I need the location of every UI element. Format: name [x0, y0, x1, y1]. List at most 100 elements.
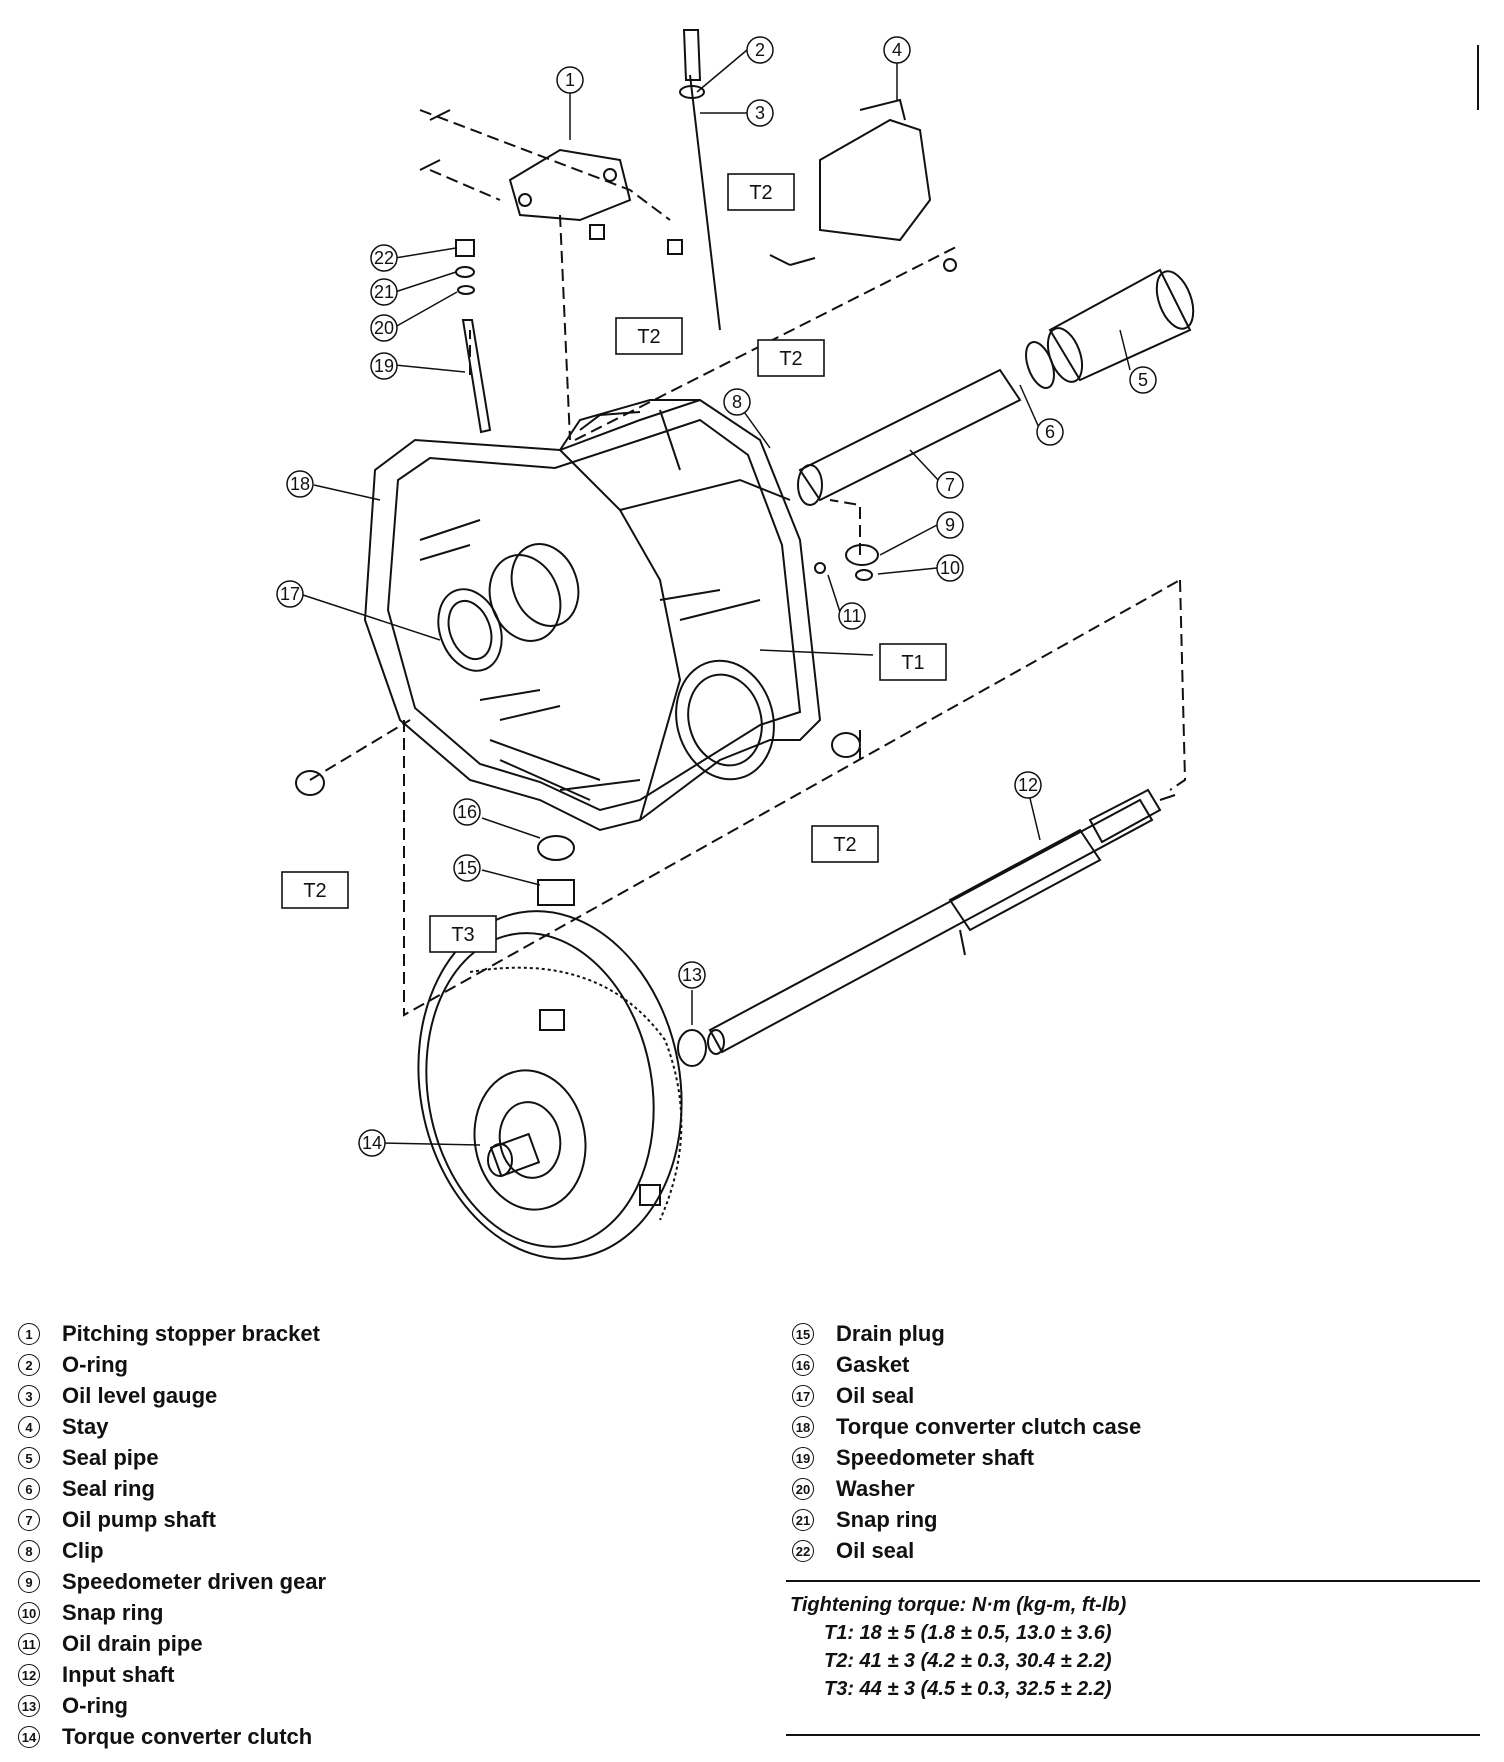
- speedometer-shaft-drawing: [455, 239, 492, 434]
- legend-number: 12: [18, 1663, 40, 1686]
- legend-label: Snap ring: [836, 1506, 938, 1532]
- legend-number: 13: [18, 1694, 40, 1717]
- torque-row-t2: T2: 41 ± 3 (4.2 ± 0.3, 30.4 ± 2.2): [824, 1650, 1112, 1672]
- svg-text:T2: T2: [749, 182, 772, 204]
- torque-tag-t2-bracket: T2: [615, 317, 683, 355]
- legend-label: O-ring: [62, 1692, 128, 1718]
- legend-label: O-ring: [62, 1351, 128, 1377]
- svg-text:18: 18: [290, 474, 310, 494]
- legend-number: 6: [18, 1477, 40, 1500]
- legend-item: 20 Washer: [792, 1473, 1141, 1504]
- stay-drawing: [819, 98, 957, 272]
- svg-text:9: 9: [945, 515, 955, 535]
- legend-number: 22: [792, 1539, 814, 1562]
- svg-text:T2: T2: [303, 880, 326, 902]
- svg-text:3: 3: [755, 103, 765, 123]
- torque-tag-t2-top: T2: [727, 173, 795, 211]
- legend-number: 9: [18, 1570, 40, 1593]
- callout-6: 6: [1036, 418, 1064, 446]
- legend-number: 19: [792, 1446, 814, 1469]
- small-parts-drawing: [295, 109, 879, 1067]
- callout-10: 10: [936, 554, 964, 582]
- svg-text:20: 20: [374, 318, 394, 338]
- exploded-parts-diagram: 1 2 3 4 5 6 7 8 9 10 11 12 13 14 15 16 1…: [276, 29, 1479, 1260]
- svg-text:T1: T1: [901, 652, 924, 674]
- legend-number: 7: [18, 1508, 40, 1531]
- svg-text:T2: T2: [637, 326, 660, 348]
- torque-row-t1: T1: 18 ± 5 (1.8 ± 0.5, 13.0 ± 3.6): [824, 1622, 1112, 1644]
- callout-11: 11: [838, 602, 866, 630]
- legend-label: Torque converter clutch case: [836, 1413, 1142, 1439]
- legend-number: 15: [792, 1322, 814, 1345]
- svg-text:6: 6: [1045, 422, 1055, 442]
- callout-18: 18: [286, 470, 314, 498]
- callout-leader-lines: [302, 49, 1131, 1146]
- legend-label: Stay: [62, 1413, 109, 1439]
- callout-16: 16: [453, 798, 481, 826]
- legend-label: Oil seal: [836, 1382, 915, 1408]
- legend-number: 4: [18, 1415, 40, 1438]
- legend-label: Torque converter clutch: [62, 1723, 313, 1749]
- legend-number: 5: [18, 1446, 40, 1469]
- svg-text:17: 17: [280, 584, 300, 604]
- oil-pump-shaft-drawing: [797, 268, 1195, 506]
- torque-tag-t1: T1: [879, 643, 947, 681]
- callout-4: 4: [883, 36, 911, 64]
- legend-item: 4 Stay: [18, 1411, 326, 1442]
- legend-label: Input shaft: [62, 1661, 175, 1687]
- svg-text:15: 15: [457, 858, 477, 878]
- callout-1: 1: [556, 66, 584, 94]
- legend-label: Gasket: [836, 1351, 910, 1377]
- svg-text:T2: T2: [779, 348, 802, 370]
- torque-row-t3: T3: 44 ± 3 (4.5 ± 0.3, 32.5 ± 2.2): [824, 1678, 1112, 1700]
- svg-text:12: 12: [1018, 775, 1038, 795]
- legend-number: 11: [18, 1632, 40, 1655]
- svg-text:16: 16: [457, 802, 477, 822]
- legend-label: Snap ring: [62, 1599, 164, 1625]
- oil-level-gauge-drawing: [679, 29, 721, 331]
- torque-tag-t2-right: T2: [811, 825, 879, 863]
- svg-text:22: 22: [374, 248, 394, 268]
- legend-label: Oil seal: [836, 1537, 915, 1563]
- callout-8: 8: [723, 388, 751, 416]
- callout-17: 17: [276, 580, 304, 608]
- torque-tag-t2-left: T2: [281, 871, 349, 909]
- callout-13: 13: [678, 961, 706, 989]
- legend-number: 8: [18, 1539, 40, 1562]
- svg-text:19: 19: [374, 356, 394, 376]
- legend-number: 18: [792, 1415, 814, 1438]
- legend-item: 18 Torque converter clutch case: [792, 1411, 1141, 1442]
- callout-15: 15: [453, 854, 481, 882]
- callout-7: 7: [936, 471, 964, 499]
- legend-number: 20: [792, 1477, 814, 1500]
- callout-22: 22: [370, 244, 398, 272]
- assembly-guide-lines: [309, 109, 1187, 1017]
- callout-12: 12: [1014, 771, 1042, 799]
- svg-text:T3: T3: [451, 924, 474, 946]
- legend-item: 12 Input shaft: [18, 1659, 326, 1690]
- legend-number: 14: [18, 1725, 40, 1748]
- callout-14: 14: [358, 1129, 386, 1157]
- callout-9: 9: [936, 511, 964, 539]
- legend-label: Oil level gauge: [62, 1382, 218, 1408]
- legend-label: Washer: [836, 1475, 915, 1501]
- svg-text:7: 7: [945, 475, 955, 495]
- svg-text:21: 21: [374, 282, 394, 302]
- torque-tag-t3: T3: [429, 915, 497, 953]
- svg-text:10: 10: [940, 558, 960, 578]
- callout-5: 5: [1129, 366, 1157, 394]
- callout-19: 19: [370, 352, 398, 380]
- svg-text:1: 1: [565, 70, 575, 90]
